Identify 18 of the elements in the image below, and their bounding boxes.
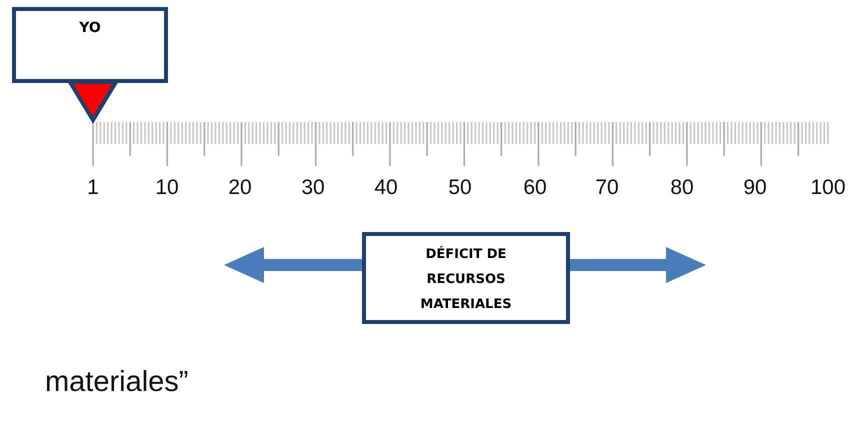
scale-number: 50 xyxy=(448,176,472,200)
scale-number: 70 xyxy=(595,176,619,200)
scale-number: 30 xyxy=(301,176,325,200)
box-text: DÉFICIT DE RECURSOS MATERIALES xyxy=(419,245,513,314)
scale-number: 60 xyxy=(523,176,547,200)
concept-box xyxy=(362,232,570,324)
scale-number: 10 xyxy=(155,176,179,200)
arrow xyxy=(570,247,706,283)
scale-number: 90 xyxy=(743,176,767,200)
scale-number: 40 xyxy=(374,176,398,200)
box-text: YO xyxy=(78,19,102,37)
callout-box xyxy=(12,7,168,83)
text-fragment: materiales” xyxy=(45,366,188,399)
arrow xyxy=(224,247,362,283)
scale-number: 100 xyxy=(810,176,846,200)
scale-number: 80 xyxy=(670,176,694,200)
scale-number: 20 xyxy=(228,176,252,200)
scale-number: 1 xyxy=(87,176,99,200)
